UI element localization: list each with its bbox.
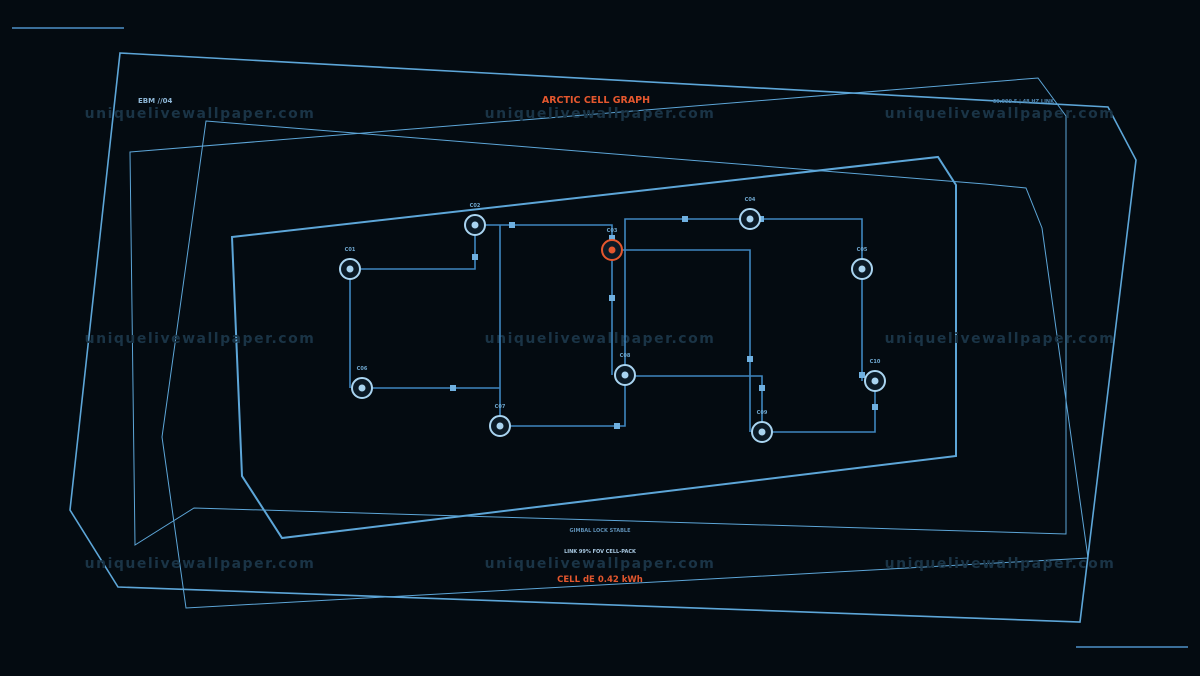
node-C05[interactable]: C05 (851, 247, 873, 280)
junction-marker (747, 356, 753, 362)
watermark-text: uniquelivewallpaper.com (85, 556, 316, 572)
graph-title: ARCTIC CELL GRAPH (542, 95, 650, 106)
node-dot (758, 428, 766, 436)
junction-marker (509, 222, 515, 228)
edge-c07-c08 (500, 375, 626, 427)
node-label: C01 (345, 247, 356, 253)
node-label: C05 (857, 247, 868, 253)
edge-c03-c09 (612, 249, 751, 432)
node-dot (608, 246, 616, 254)
node-C02[interactable]: C02 (464, 203, 486, 236)
node-dot (871, 377, 879, 385)
energy-readout: CELL dE 0.42 kWh (557, 575, 643, 585)
junction-marker (859, 372, 865, 378)
corner-bar-top-left (12, 27, 124, 29)
watermark-text: uniquelivewallpaper.com (885, 331, 1116, 347)
edge-c02-c03 (475, 224, 613, 250)
junction-marker (472, 254, 478, 260)
header-left-tag: EBM //04 (138, 97, 173, 105)
junction-marker (614, 423, 620, 429)
node-label: C10 (870, 359, 881, 365)
hud-frames (69, 52, 1137, 623)
link-readout: LINK 99% FOV CELL-PACK (564, 549, 637, 555)
node-C07[interactable]: C07 (489, 404, 511, 437)
watermark-layer: uniquelivewallpaper.com uniquelivewallpa… (85, 106, 1116, 572)
tilted-frame-b (161, 120, 1089, 609)
node-label: C03 (607, 228, 618, 234)
node-label: C08 (620, 353, 631, 359)
node-dot (746, 215, 754, 223)
watermark-text: uniquelivewallpaper.com (885, 106, 1116, 122)
node-C04[interactable]: C04 (739, 197, 761, 230)
node-dot (358, 384, 366, 392)
node-dot (471, 221, 479, 229)
node-dot (858, 265, 866, 273)
junction-layer (450, 216, 878, 429)
header-right-tag: 09.999 5 | 48 HZ LINK (993, 99, 1055, 105)
junction-marker (450, 385, 456, 391)
node-dot (346, 265, 354, 273)
tilted-frame-a (129, 77, 1067, 546)
junction-marker (682, 216, 688, 222)
edge-c08-c04 (624, 218, 750, 375)
junction-marker (872, 404, 878, 410)
node-C01[interactable]: C01 (339, 247, 361, 280)
outer-panel (69, 52, 1137, 623)
node-C03[interactable]: C03 (601, 228, 623, 261)
node-label: C02 (470, 203, 481, 209)
watermark-text: uniquelivewallpaper.com (885, 556, 1116, 572)
node-label: C04 (745, 197, 756, 203)
node-C06[interactable]: C06 (351, 366, 373, 399)
watermark-text: uniquelivewallpaper.com (485, 556, 716, 572)
edge-layer (349, 218, 876, 433)
node-dot (621, 371, 629, 379)
corner-bar-bottom-right (1076, 646, 1188, 648)
node-C08[interactable]: C08 (614, 353, 636, 386)
edge-c01-c02 (350, 225, 476, 270)
watermark-text: uniquelivewallpaper.com (485, 106, 716, 122)
node-C10[interactable]: C10 (864, 359, 886, 392)
edge-c08-c09 (625, 375, 763, 432)
status-text: GIMBAL LOCK STABLE (570, 528, 632, 534)
node-label: C09 (757, 410, 768, 416)
watermark-text: uniquelivewallpaper.com (85, 106, 316, 122)
watermark-text: uniquelivewallpaper.com (485, 331, 716, 347)
watermark-text: uniquelivewallpaper.com (85, 331, 316, 347)
node-C09[interactable]: C09 (751, 410, 773, 443)
node-label: C07 (495, 404, 506, 410)
node-label: C06 (357, 366, 368, 372)
junction-marker (609, 235, 615, 241)
node-dot (496, 422, 504, 430)
edge-c04-c05 (750, 218, 863, 269)
junction-marker (759, 385, 765, 391)
edge-c09-c10 (762, 381, 876, 433)
junction-marker (609, 295, 615, 301)
inner-frame (230, 155, 957, 540)
